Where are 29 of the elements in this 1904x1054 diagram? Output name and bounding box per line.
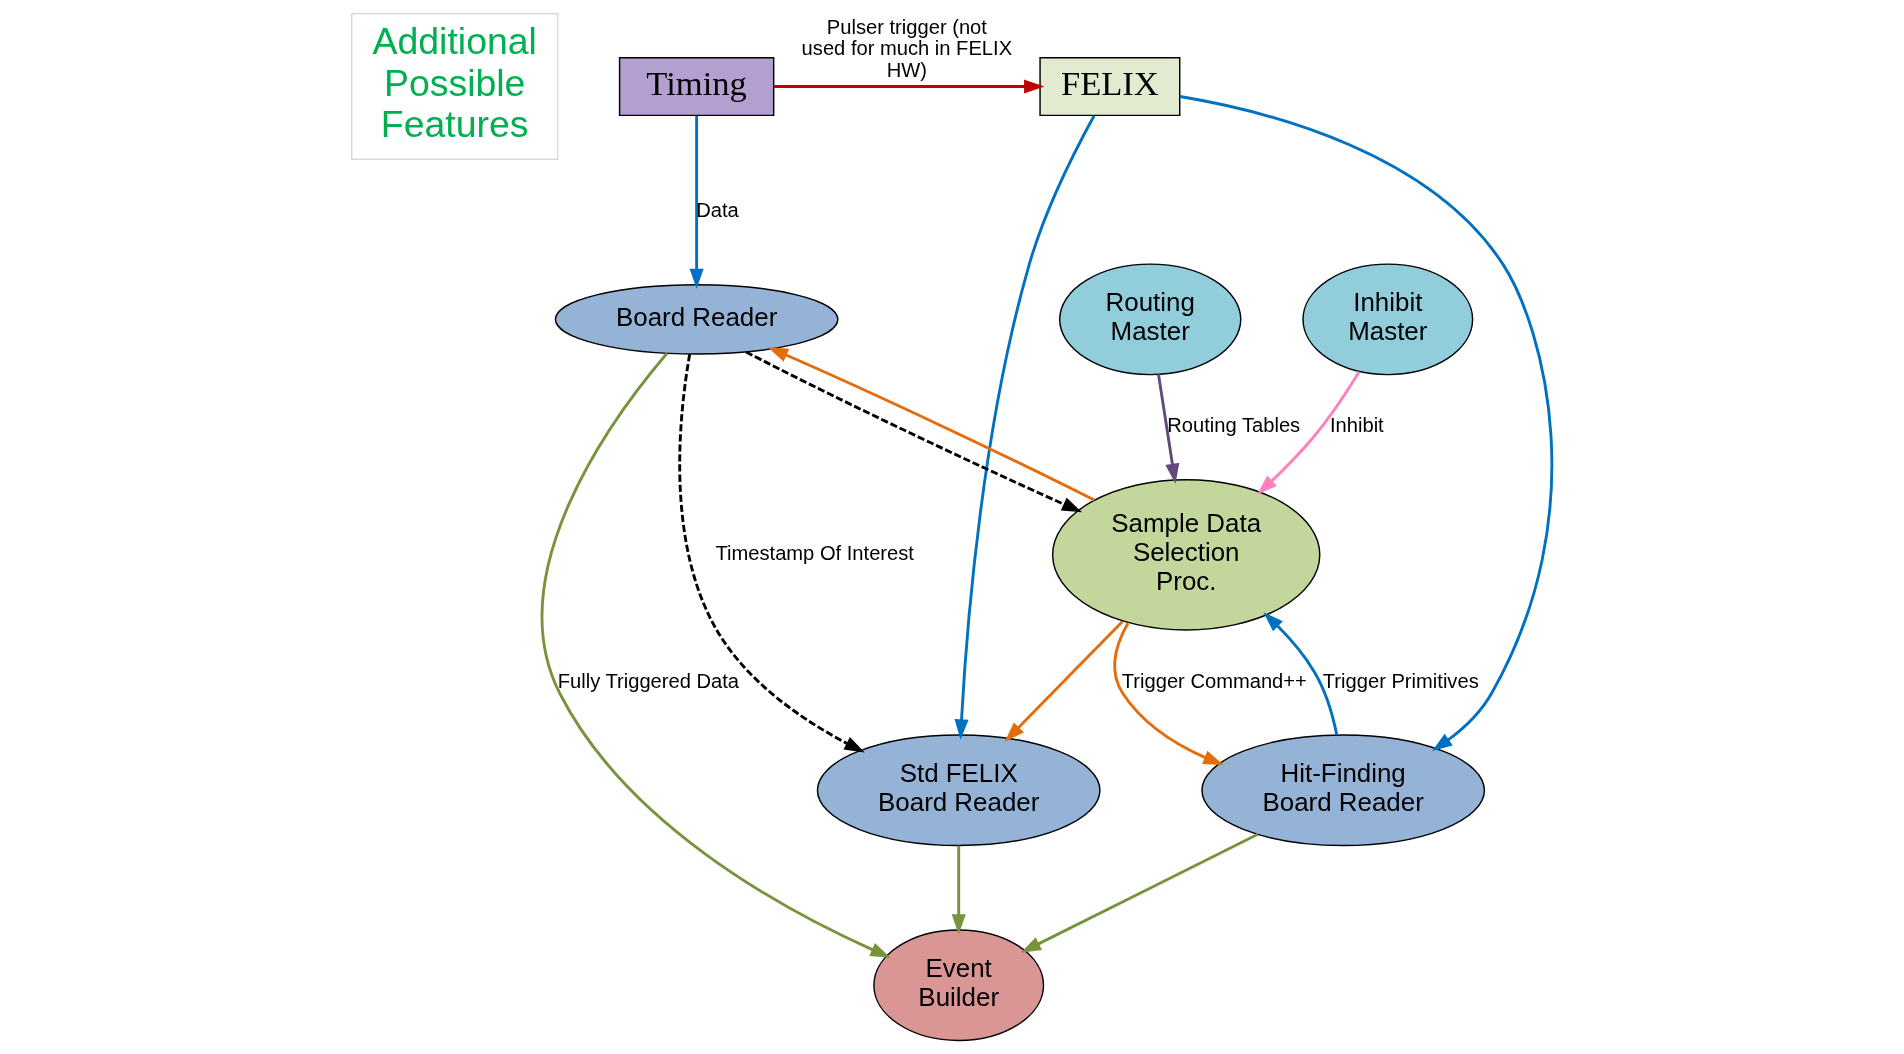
arrow [773,79,1045,94]
node-ellipse: Inhibit Master [1302,263,1474,376]
arrow [1157,373,1180,484]
edge-label: Routing Tables [1167,414,1301,437]
node-box: Timing [618,57,775,117]
node-box: FELIX [1039,57,1181,117]
edge-label: Timestamp Of Interest [715,542,914,565]
arrow [541,352,891,958]
edge-label: Trigger Command++ [1121,670,1307,693]
edge-label: Data [696,199,739,222]
arrow [954,115,1096,740]
node-ellipse: Routing Master [1058,263,1242,376]
arrow [1263,612,1339,736]
arrow [1179,95,1554,752]
arrow [1004,620,1124,742]
edge-label: Trigger Primitives [1322,670,1479,693]
arrow [1257,370,1361,495]
node-box: Additional Possible Features [351,13,559,160]
arrow [689,115,704,289]
edge-label: Inhibit [1329,414,1384,437]
arrow [678,354,865,753]
arrow [951,845,966,935]
arrow [1020,833,1259,953]
edge-label: Pulser trigger (not used for much in FELIX HW) [801,15,1013,81]
arrow [767,347,1095,502]
edge-label: Fully Triggered Data [557,670,740,693]
arrow [745,350,1083,513]
arrow [1113,622,1224,765]
node-ellipse: Board Reader [554,283,839,355]
